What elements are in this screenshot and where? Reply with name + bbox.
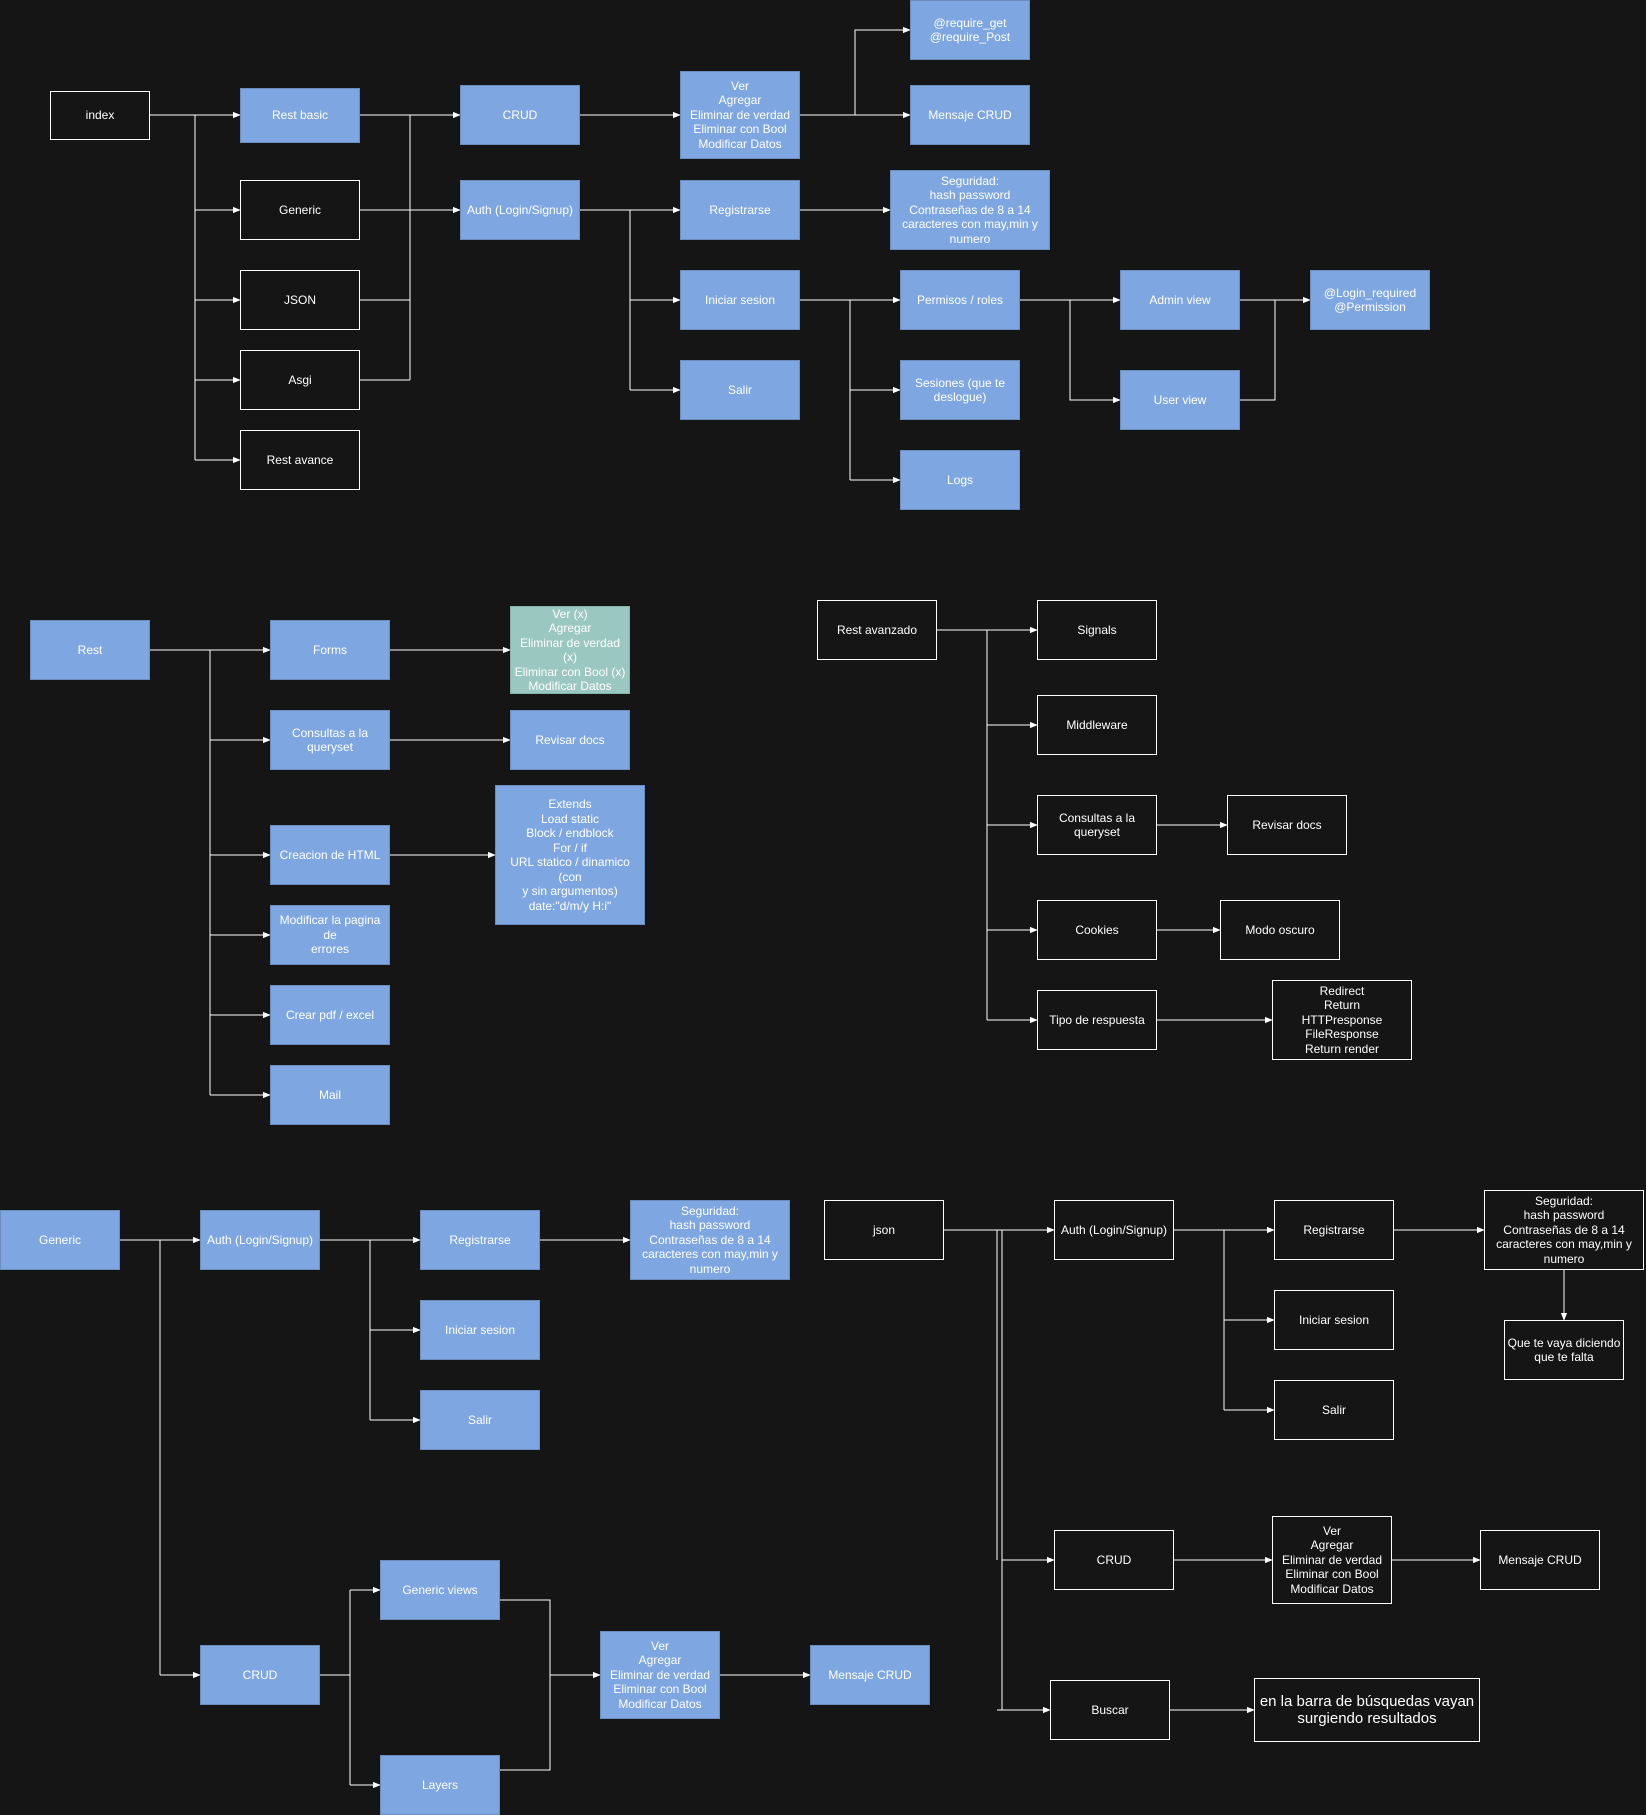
node-crud-ops-json[interactable]: Ver Agregar Eliminar de verdad Eliminar …	[1272, 1516, 1392, 1604]
node-mensaje-crud-top[interactable]: Mensaje CRUD	[910, 85, 1030, 145]
node-permisos[interactable]: Permisos / roles	[900, 270, 1020, 330]
node-rest-basic[interactable]: Rest basic	[240, 88, 360, 143]
node-forms[interactable]: Forms	[270, 620, 390, 680]
node-mensaje-crud-json[interactable]: Mensaje CRUD	[1480, 1530, 1600, 1590]
node-asgi[interactable]: Asgi	[240, 350, 360, 410]
node-crear-pdf[interactable]: Crear pdf / excel	[270, 985, 390, 1045]
node-iniciar-generic[interactable]: Iniciar sesion	[420, 1300, 540, 1360]
node-creacion-html[interactable]: Creacion de HTML	[270, 825, 390, 885]
node-revisar-docs-rest[interactable]: Revisar docs	[510, 710, 630, 770]
node-crud-ops-top[interactable]: Ver Agregar Eliminar de verdad Eliminar …	[680, 71, 800, 159]
node-salir-json[interactable]: Salir	[1274, 1380, 1394, 1440]
node-revisar-docs-adv[interactable]: Revisar docs	[1227, 795, 1347, 855]
node-consultas-adv[interactable]: Consultas a la queryset	[1037, 795, 1157, 855]
node-forms-ops[interactable]: Ver (x) Agregar Eliminar de verdad (x) E…	[510, 606, 630, 694]
node-iniciar-json[interactable]: Iniciar sesion	[1274, 1290, 1394, 1350]
edge-user-to-login-required	[1240, 300, 1276, 401]
node-seguridad-json[interactable]: Seguridad: hash password Contraseñas de …	[1484, 1190, 1644, 1270]
node-crud-generic[interactable]: CRUD	[200, 1645, 320, 1705]
node-mensaje-crud-generic[interactable]: Mensaje CRUD	[810, 1645, 930, 1705]
edge-views-to-ops	[500, 1599, 551, 1771]
node-registrarse-top[interactable]: Registrarse	[680, 180, 800, 240]
node-crud-ops-generic[interactable]: Ver Agregar Eliminar de verdad Eliminar …	[600, 1631, 720, 1719]
node-mail[interactable]: Mail	[270, 1065, 390, 1125]
node-salir-top[interactable]: Salir	[680, 360, 800, 420]
node-seguridad-generic[interactable]: Seguridad: hash password Contraseñas de …	[630, 1200, 790, 1280]
node-crud-json[interactable]: CRUD	[1054, 1530, 1174, 1590]
node-generic-top[interactable]: Generic	[240, 180, 360, 240]
node-modificar-pagina[interactable]: Modificar la pagina de errores	[270, 905, 390, 965]
node-rest-avance[interactable]: Rest avance	[240, 430, 360, 490]
node-login-required[interactable]: @Login_required @Permission	[1310, 270, 1430, 330]
node-logs[interactable]: Logs	[900, 450, 1020, 510]
node-tipo-respuesta[interactable]: Tipo de respuesta	[1037, 990, 1157, 1050]
node-auth-json[interactable]: Auth (Login/Signup)	[1054, 1200, 1174, 1260]
node-rest[interactable]: Rest	[30, 620, 150, 680]
node-modo-oscuro[interactable]: Modo oscuro	[1220, 900, 1340, 960]
node-middleware[interactable]: Middleware	[1037, 695, 1157, 755]
node-layers[interactable]: Layers	[380, 1755, 500, 1815]
node-admin-view[interactable]: Admin view	[1120, 270, 1240, 330]
node-auth-generic[interactable]: Auth (Login/Signup)	[200, 1210, 320, 1270]
node-json-top[interactable]: JSON	[240, 270, 360, 330]
node-iniciar-top[interactable]: Iniciar sesion	[680, 270, 800, 330]
node-seguridad-top[interactable]: Seguridad: hash password Contraseñas de …	[890, 170, 1050, 250]
node-que-te-vaya[interactable]: Que te vaya diciendo que te falta	[1504, 1320, 1624, 1380]
edge-permisos-to-user	[1069, 300, 1121, 404]
node-auth-top[interactable]: Auth (Login/Signup)	[460, 180, 580, 240]
node-buscar[interactable]: Buscar	[1050, 1680, 1170, 1740]
node-crud-top[interactable]: CRUD	[460, 85, 580, 145]
edge-ops-to-require	[800, 26, 911, 116]
node-signals[interactable]: Signals	[1037, 600, 1157, 660]
node-registrarse-json[interactable]: Registrarse	[1274, 1200, 1394, 1260]
node-consultas-rest[interactable]: Consultas a la queryset	[270, 710, 390, 770]
node-respuestas[interactable]: Redirect Return HTTPresponse FileRespons…	[1272, 980, 1412, 1060]
node-json-bottom[interactable]: json	[824, 1200, 944, 1260]
node-sesiones[interactable]: Sesiones (que te deslogue)	[900, 360, 1020, 420]
node-salir-generic[interactable]: Salir	[420, 1390, 540, 1450]
node-user-view[interactable]: User view	[1120, 370, 1240, 430]
node-generic-views[interactable]: Generic views	[380, 1560, 500, 1620]
node-index[interactable]: index	[50, 91, 150, 140]
node-require[interactable]: @require_get @require_Post	[910, 0, 1030, 60]
node-generic-bottom[interactable]: Generic	[0, 1210, 120, 1270]
node-registrarse-generic[interactable]: Registrarse	[420, 1210, 540, 1270]
node-html-items[interactable]: Extends Load static Block / endblock For…	[495, 785, 645, 925]
node-rest-avanzado[interactable]: Rest avanzado	[817, 600, 937, 660]
node-busqueda-resultados[interactable]: en la barra de búsquedas vayan surgiendo…	[1254, 1678, 1480, 1742]
node-cookies[interactable]: Cookies	[1037, 900, 1157, 960]
